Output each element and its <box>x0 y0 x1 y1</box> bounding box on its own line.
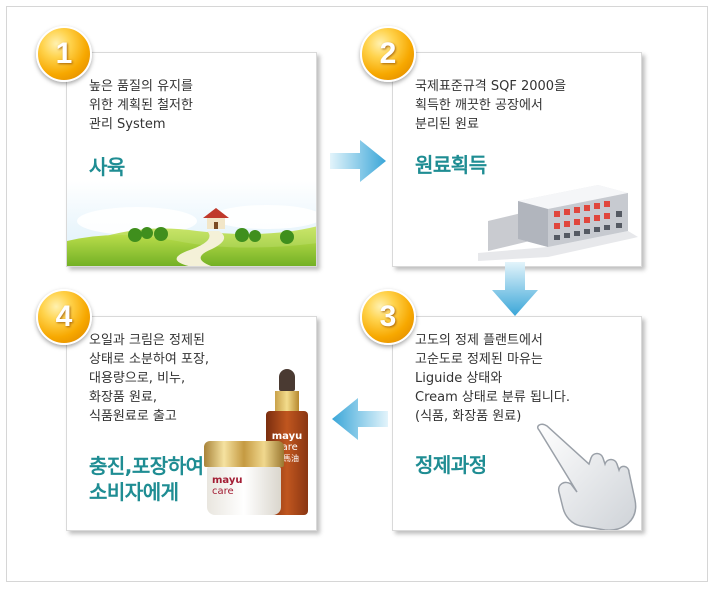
arrow-right-icon <box>330 140 386 182</box>
jar-brand-text: mayu <box>212 475 243 486</box>
arrow-down-icon <box>492 262 538 316</box>
bottle-sub-text: care <box>276 442 298 453</box>
step-badge-2: 2 <box>360 26 416 82</box>
step-badge-4: 4 <box>36 289 92 345</box>
step-4-title: 충진,포장하여 소비자에게 <box>89 454 204 504</box>
step-3-title: 정제과정 <box>415 453 487 477</box>
step-2-title: 원료획득 <box>415 153 487 177</box>
factory-building-illustration <box>478 185 638 261</box>
step-4-description: 오일과 크림은 정제된 상태로 소분하여 포장, 대용량으로, 비누, 화장품 … <box>89 333 210 424</box>
arrow-left-icon <box>332 398 388 440</box>
step-card-2: 국제표준규격 SQF 2000을 획득한 깨끗한 공장에서 분리된 원료 원료획… <box>392 52 642 267</box>
step-3-description: 고도의 정제 플랜트에서 고순도로 정제된 마유는 Liguide 상태와 Cr… <box>415 333 570 424</box>
step-badge-1: 1 <box>36 26 92 82</box>
step-card-3: 고도의 정제 플랜트에서 고순도로 정제된 마유는 Liguide 상태와 Cr… <box>392 316 642 531</box>
step-badge-3: 3 <box>360 289 416 345</box>
step-card-4: 오일과 크림은 정제된 상태로 소분하여 포장, 대용량으로, 비누, 화장품 … <box>66 316 317 531</box>
farm-landscape-illustration <box>67 181 316 266</box>
step-1-description: 높은 품질의 유지를 위한 계획된 철저한 관리 System <box>89 79 193 132</box>
bottle-hanja-text: 純馬油 <box>275 454 299 463</box>
step-1-title: 사육 <box>89 155 125 179</box>
mayu-cream-jar-image: mayu care <box>204 441 284 517</box>
jar-sub-text: care <box>212 486 234 497</box>
step-2-description: 국제표준규격 SQF 2000을 획득한 깨끗한 공장에서 분리된 원료 <box>415 79 567 132</box>
pointing-hand-icon <box>536 423 637 530</box>
step-card-1: 높은 품질의 유지를 위한 계획된 철저한 관리 System 사육 <box>66 52 317 267</box>
bottle-brand-text: mayu <box>271 431 303 442</box>
